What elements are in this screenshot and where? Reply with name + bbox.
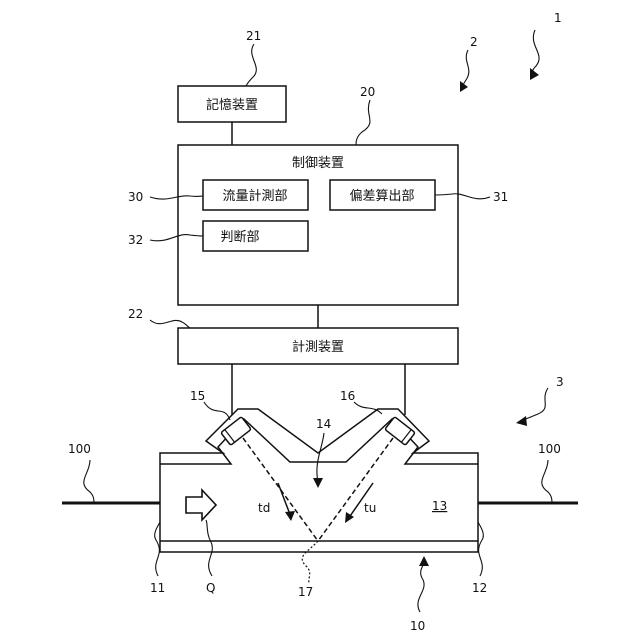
label-15: 15: [190, 389, 205, 403]
judgment-unit-label: 判断部: [220, 230, 259, 245]
label-100-left-leader: [84, 460, 94, 503]
label-2: 2: [470, 35, 478, 49]
label-3-leader: [522, 388, 548, 420]
label-tu: tu: [364, 501, 376, 515]
tu-arrowhead: [345, 512, 354, 523]
label-17: 17: [298, 585, 313, 599]
label-14-arrowhead: [313, 478, 323, 488]
label-2-leader: [462, 50, 469, 88]
label-30: 30: [128, 190, 143, 204]
label-14: 14: [316, 417, 331, 431]
label-20: 20: [360, 85, 375, 99]
label-10: 10: [410, 619, 425, 633]
label-17-leader: [302, 541, 318, 584]
label-1-arrowhead: [530, 68, 539, 80]
label-3-arrowhead: [516, 416, 527, 426]
label-10-leader: [418, 562, 424, 612]
label-16-leader: [354, 402, 382, 414]
label-12-leader: [478, 522, 483, 576]
controller-label: 制御装置: [292, 156, 344, 171]
label-32: 32: [128, 233, 143, 247]
label-21: 21: [246, 29, 261, 43]
label-100-left: 100: [68, 442, 91, 456]
label-1-leader: [532, 30, 539, 76]
label-15-leader: [204, 402, 230, 420]
label-3: 3: [556, 375, 564, 389]
label-22-leader: [150, 320, 190, 328]
label-100-right: 100: [538, 442, 561, 456]
label-31: 31: [493, 190, 508, 204]
label-22: 22: [128, 307, 143, 321]
label-21-leader: [246, 44, 256, 86]
flow-direction-arrow: [186, 490, 216, 520]
label-12: 12: [472, 581, 487, 595]
label-100-right-leader: [542, 460, 552, 503]
label-1: 1: [554, 11, 562, 25]
label-11-leader: [155, 522, 160, 576]
measurement-device-label: 計測装置: [292, 339, 344, 355]
label-10-arrowhead: [419, 556, 429, 566]
label-13: 13: [432, 499, 447, 513]
deviation-unit-label: 偏差算出部: [349, 189, 414, 204]
label-11: 11: [150, 581, 165, 595]
storage-device-label: 記憶装置: [206, 97, 258, 113]
label-td: td: [258, 501, 270, 515]
label-q-leader: [206, 520, 212, 576]
td-arrowhead: [285, 511, 295, 521]
label-16: 16: [340, 389, 355, 403]
flow-measure-unit-label: 流量計測部: [222, 188, 287, 204]
label-q: Q: [206, 581, 215, 595]
label-14-leader: [317, 433, 324, 482]
label-20-leader: [356, 100, 370, 145]
